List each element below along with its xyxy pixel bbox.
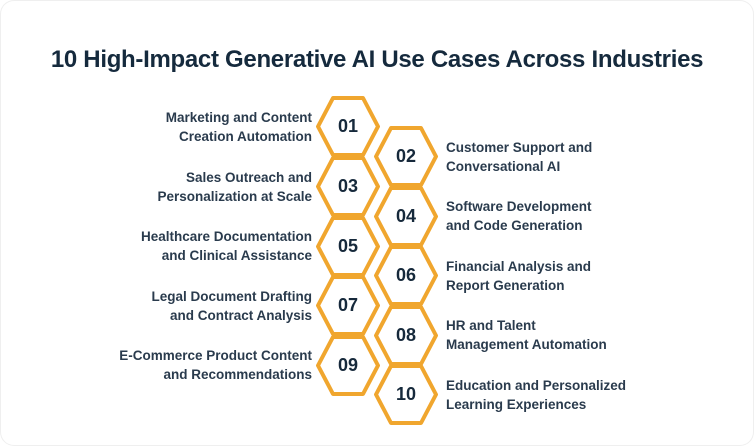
badge-number: 02 xyxy=(395,146,417,166)
use-case-label-08: HR and Talent Management Automation xyxy=(446,316,736,354)
hexagon-badge-04: 04 xyxy=(374,186,438,247)
label-line: and Contract Analysis xyxy=(169,308,312,323)
hexagon-badge-07: 07 xyxy=(316,275,380,336)
label-line: Learning Experiences xyxy=(446,397,587,412)
hexagon-badge-10: 10 xyxy=(374,364,438,425)
label-line: and Recommendations xyxy=(163,367,312,382)
badge-number: 04 xyxy=(395,206,417,226)
badge-number: 08 xyxy=(395,325,417,345)
badge-number: 10 xyxy=(395,384,417,404)
use-case-label-06: Financial Analysis and Report Generation xyxy=(446,257,736,295)
label-line: and Code Generation xyxy=(446,218,583,233)
hexagon-icon xyxy=(316,335,380,396)
label-line: Software Development xyxy=(446,199,592,214)
use-case-label-01: Marketing and Content Creation Automatio… xyxy=(22,108,312,146)
hexagon-badge-08: 08 xyxy=(374,305,438,366)
hexagon-icon xyxy=(374,126,438,187)
use-case-label-03: Sales Outreach and Personalization at Sc… xyxy=(22,168,312,206)
hexagon-badge-05: 05 xyxy=(316,216,380,277)
label-line: and Clinical Assistance xyxy=(161,248,312,263)
label-line: Creation Automation xyxy=(179,129,312,144)
label-line: Legal Document Drafting xyxy=(151,289,312,304)
label-line: Marketing and Content xyxy=(165,110,312,125)
badge-number: 09 xyxy=(337,355,359,375)
label-line: Sales Outreach and xyxy=(185,170,312,185)
use-case-label-10: Education and Personalized Learning Expe… xyxy=(446,376,736,414)
label-line: Education and Personalized xyxy=(446,378,627,393)
label-line: Management Automation xyxy=(446,337,607,352)
badge-number: 06 xyxy=(395,265,417,285)
hexagon-icon xyxy=(374,305,438,366)
use-case-label-02: Customer Support and Conversational AI xyxy=(446,138,736,176)
use-case-label-05: Healthcare Documentation and Clinical As… xyxy=(22,227,312,265)
label-line: Customer Support and xyxy=(446,140,593,155)
use-case-label-07: Legal Document Drafting and Contract Ana… xyxy=(22,287,312,325)
label-line: E-Commerce Product Content xyxy=(119,348,312,363)
label-line: Healthcare Documentation xyxy=(140,229,312,244)
hexagon-icon xyxy=(374,186,438,247)
hexagon-icon xyxy=(316,96,380,157)
badge-number: 01 xyxy=(337,116,359,136)
hexagon-icon xyxy=(316,275,380,336)
page-title: 10 High-Impact Generative AI Use Cases A… xyxy=(50,46,704,73)
label-line: Personalization at Scale xyxy=(157,189,312,204)
hexagon-icon xyxy=(316,216,380,277)
label-line: Financial Analysis and xyxy=(446,259,592,274)
badge-number: 05 xyxy=(337,236,359,256)
hexagon-icon xyxy=(316,156,380,217)
hexagon-icon xyxy=(374,245,438,306)
badge-number: 03 xyxy=(337,176,359,196)
use-case-label-09: E-Commerce Product Content and Recommend… xyxy=(22,346,312,384)
hexagon-badge-03: 03 xyxy=(316,156,380,217)
label-line: HR and Talent xyxy=(446,318,536,333)
hexagon-badge-01: 01 xyxy=(316,96,380,157)
hexagon-badge-09: 09 xyxy=(316,335,380,396)
label-line: Report Generation xyxy=(446,278,565,293)
label-line: Conversational AI xyxy=(446,159,561,174)
use-case-label-04: Software Development and Code Generation xyxy=(446,197,736,235)
hexagon-icon xyxy=(374,364,438,425)
hexagon-badge-02: 02 xyxy=(374,126,438,187)
badge-number: 07 xyxy=(337,295,359,315)
hexagon-badge-06: 06 xyxy=(374,245,438,306)
